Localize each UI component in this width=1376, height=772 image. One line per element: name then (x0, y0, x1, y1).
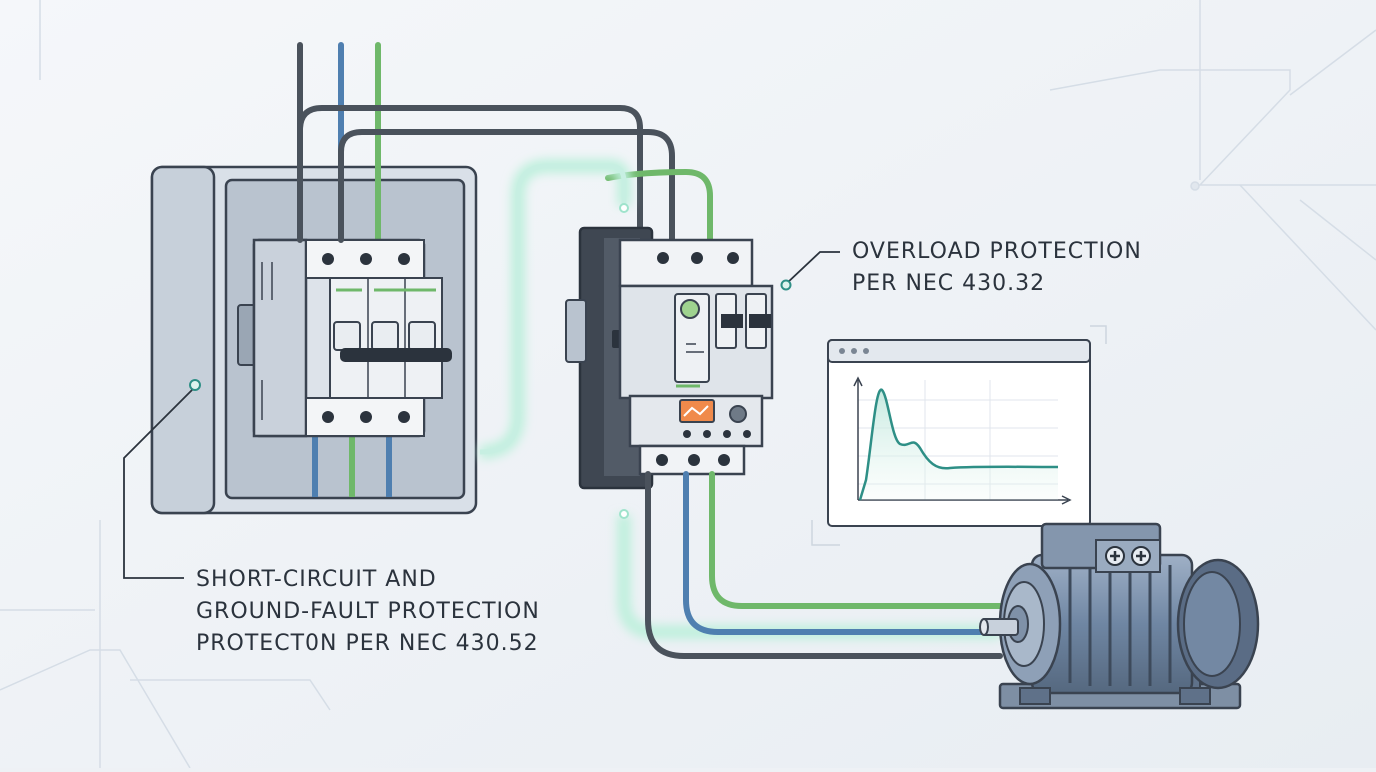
short-circuit-label-line-2: GROUND-FAULT PROTECTION (196, 599, 540, 624)
breaker-bottom-wires (312, 430, 392, 497)
overload-label-line-1: OVERLOAD PROTECTION (852, 239, 1142, 264)
overload-relay-icon (628, 394, 764, 476)
contactor-to-motor-wires (645, 471, 1003, 659)
motor-icon (979, 522, 1260, 710)
chart-window-icon (811, 325, 1107, 546)
overload-leader-line (780, 251, 840, 291)
short-circuit-label-line-1: SHORT-CIRCUIT AND (196, 567, 437, 592)
overload-label-line-2: PER NEC 430.32 (852, 271, 1046, 296)
short-circuit-label-line-3: PROTECT0N PER NEC 430.52 (196, 631, 539, 656)
short-circuit-leader-line (123, 389, 193, 579)
glow-wire (479, 159, 1000, 639)
circuit-breaker (252, 238, 452, 438)
contactor-icon (565, 226, 774, 490)
overload-protection-label: OVERLOAD PROTECTION PER NEC 430.32 (852, 236, 1142, 300)
short-circuit-protection-label: SHORT-CIRCUIT AND GROUND-FAULT PROTECTIO… (196, 564, 540, 660)
